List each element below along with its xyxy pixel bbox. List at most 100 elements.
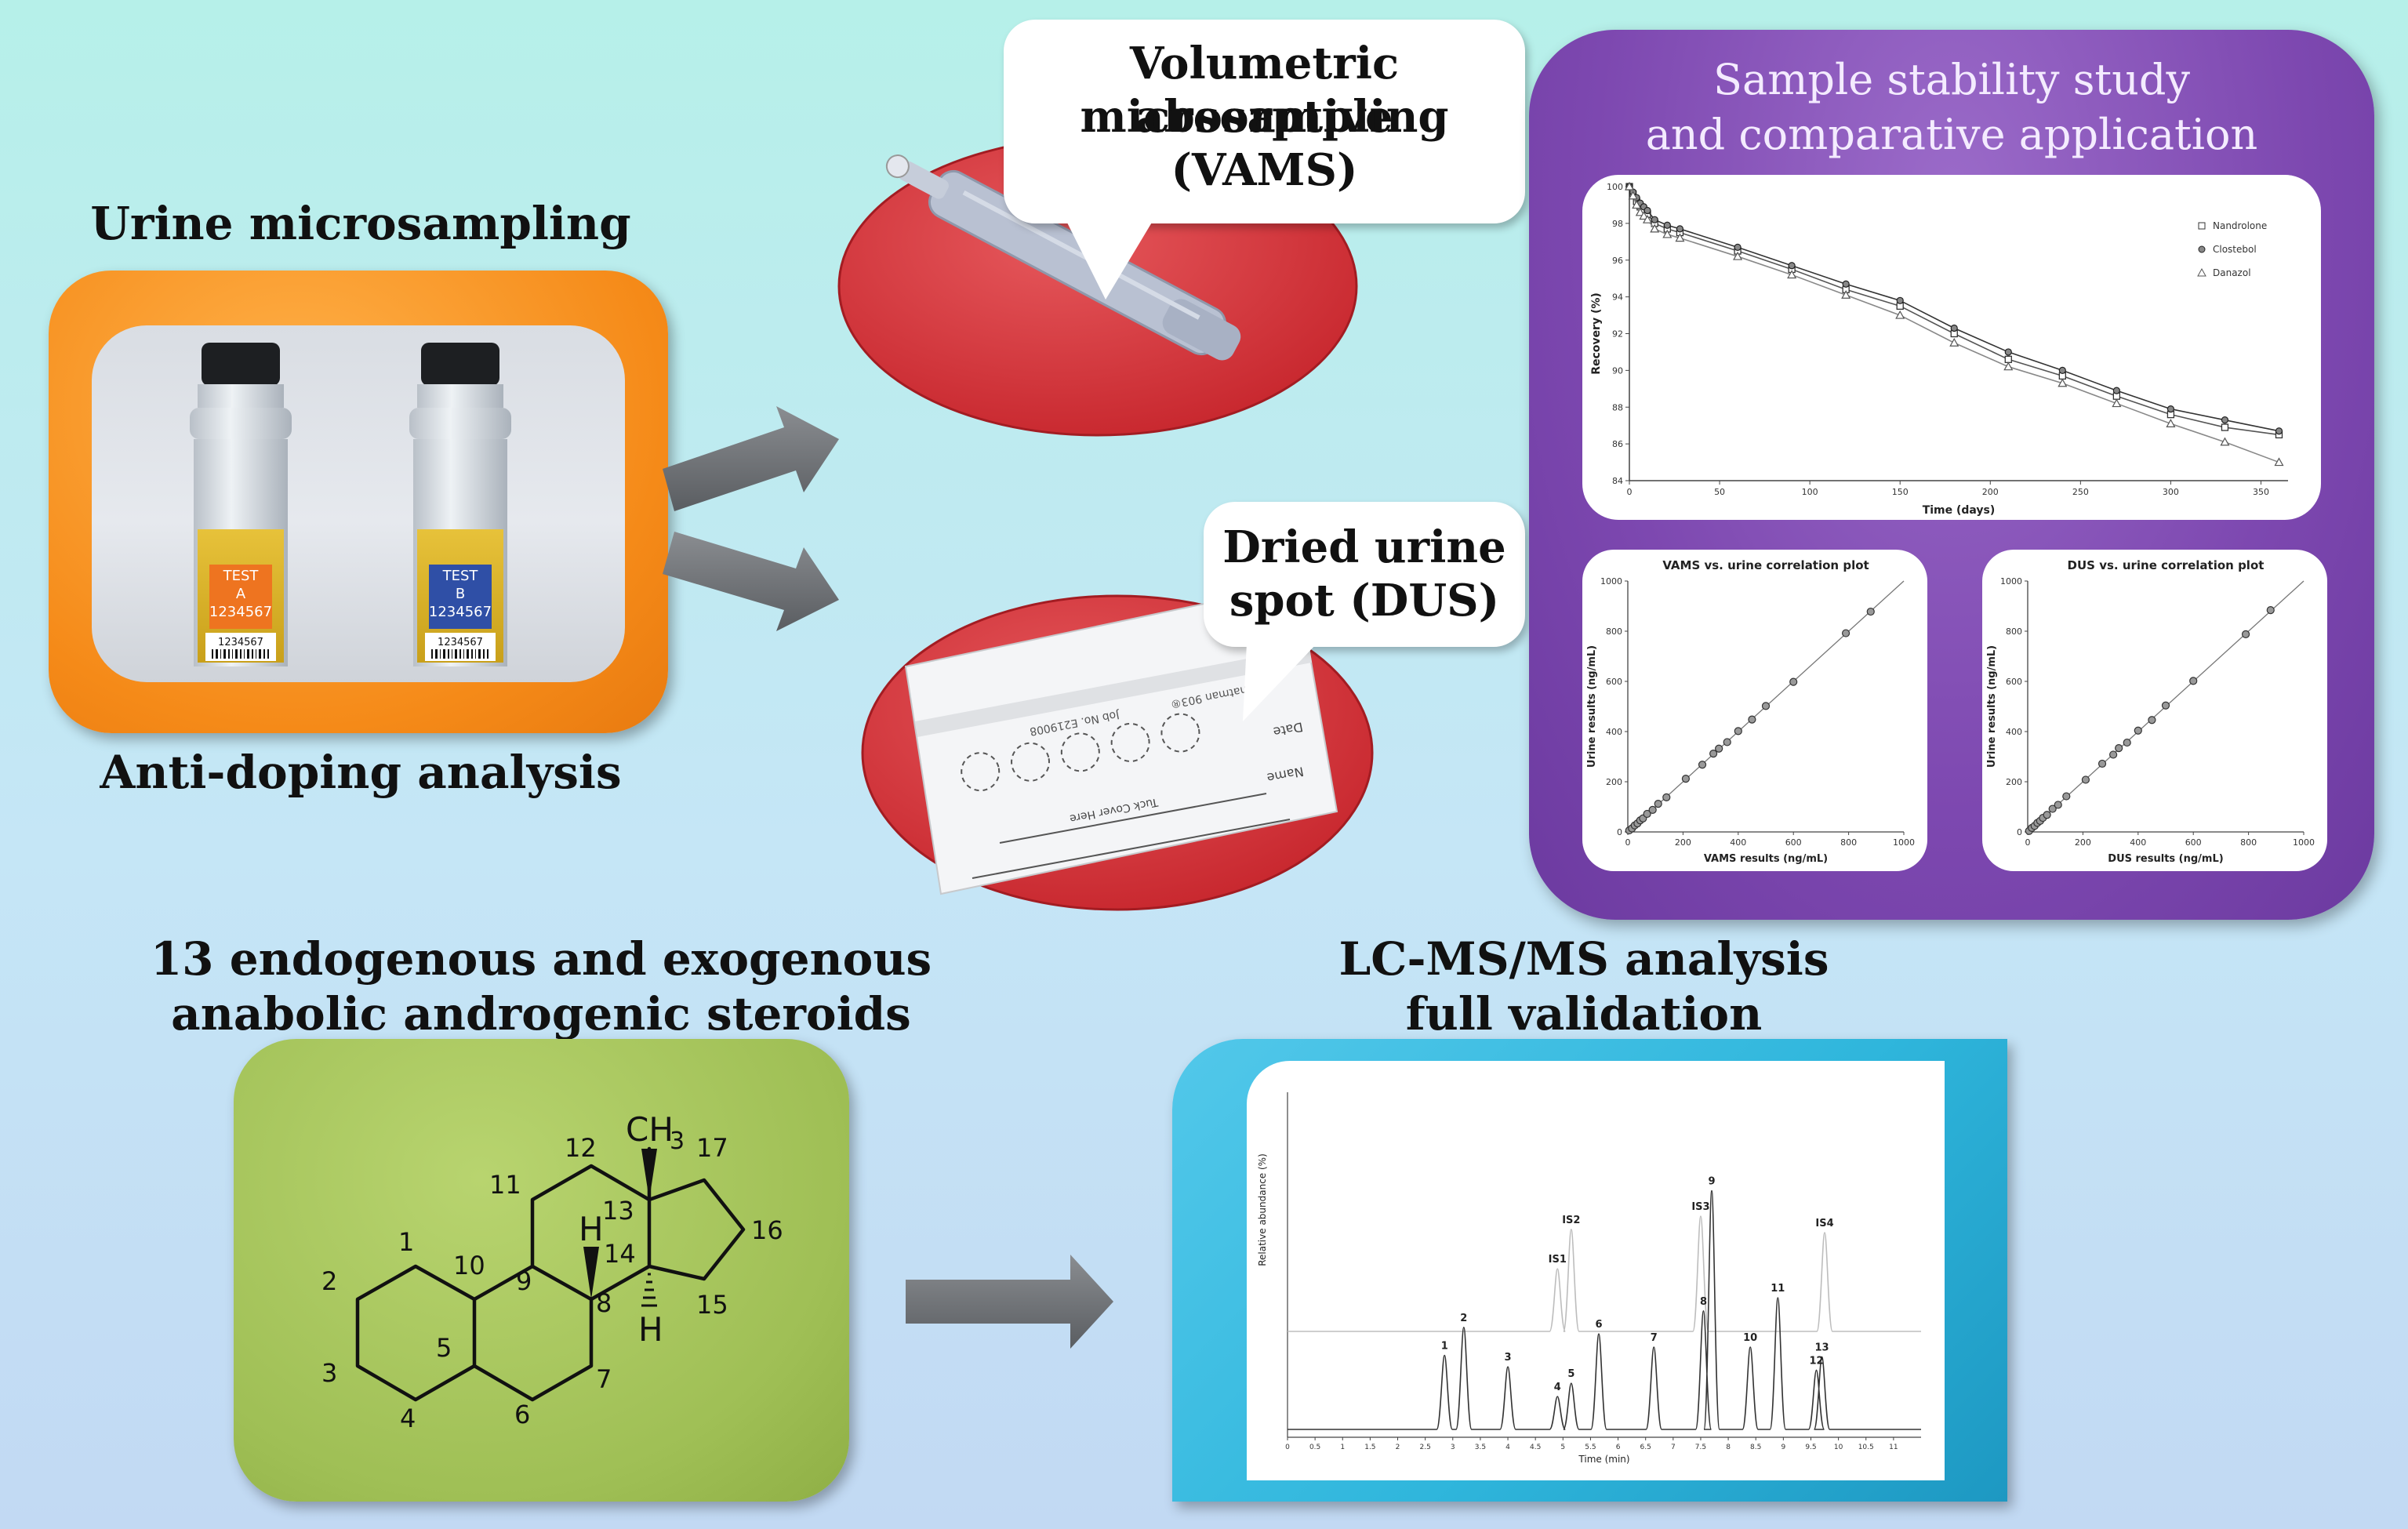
peak-label: 2 [1460,1313,1467,1324]
x-tick-label: 2.5 [1419,1444,1430,1451]
y-tick-label: 100 [1607,182,1623,192]
data-point [2275,427,2283,435]
vial-a-label-3: 1234567 [209,604,272,620]
h-bottom-label: H [638,1310,663,1349]
y-axis-label: Urine results (ng/mL) [1986,645,1998,768]
x-tick-label: 6.5 [1640,1444,1651,1451]
urine-microsampling-heading: Urine microsampling [90,197,631,250]
y-tick-label: 400 [2006,727,2022,737]
x-tick-label: 200 [2075,837,2091,848]
data-point [2134,726,2142,735]
data-point [2112,398,2122,408]
x-tick-label: 0 [2025,837,2031,848]
data-point [2241,630,2250,638]
x-tick-label: 0 [1627,487,1633,497]
data-point [1675,233,1685,242]
peak-label: IS2 [1562,1215,1580,1226]
x-tick-label: 7 [1671,1444,1676,1451]
atom-11: 11 [489,1170,521,1200]
data-point [1648,805,1657,814]
y-axis-label: Recovery (%) [1590,292,1603,375]
data-point [2123,738,2131,747]
y-tick-label: 92 [1612,329,1623,340]
atom-8: 8 [596,1288,612,1318]
data-point [1733,251,1743,260]
x-tick-label: 3 [1451,1444,1455,1451]
data-point [1866,607,1875,616]
x-tick-label: 10.5 [1858,1444,1874,1451]
vial-a: TEST A 1234567 1234567 [190,343,292,666]
data-point [1841,290,1851,299]
data-point [1841,629,1850,637]
vial-b-label-3: 1234567 [429,604,492,620]
data-point [2220,437,2230,446]
data-point [2058,366,2066,374]
orange-box: TEST A 1234567 1234567 TEST B 1234567 12… [49,271,668,733]
x-tick-label: 10 [1834,1444,1843,1451]
data-point [1734,727,1742,735]
x-tick-label: 150 [1892,487,1909,497]
atom-13: 13 [602,1196,634,1226]
x-tick-label: 4.5 [1530,1444,1541,1451]
peak-label: 8 [1700,1296,1707,1308]
data-point [1787,270,1797,279]
data-point [2221,416,2229,424]
vams-bubble-line-1: Volumetric absorptive [1129,38,1400,143]
data-point [2166,405,2175,413]
x-tick-label: 400 [1730,837,1746,848]
peak-label: IS3 [1691,1201,1709,1213]
atom-2: 2 [321,1266,337,1296]
stability-box: Sample stability study and comparative a… [1529,30,2374,920]
vams-bubble-line-3: (VAMS) [1171,144,1358,196]
peak-label: 12 [1809,1355,1823,1367]
chart-title: VAMS vs. urine correlation plot [1662,558,1869,572]
data-point [1788,262,1796,270]
x-tick-label: 5.5 [1585,1444,1596,1451]
x-tick-label: 3.5 [1475,1444,1486,1451]
data-point [1949,337,1959,347]
trace-upper [1288,1215,1921,1332]
x-tick-label: 4 [1505,1444,1510,1451]
ch3-label: CH [626,1110,674,1149]
atom-16: 16 [751,1215,783,1245]
atom-7: 7 [596,1364,612,1394]
peak-label: 11 [1771,1283,1785,1295]
vams-device [885,154,1241,361]
lcms-heading-2: full validation [1405,987,1763,1041]
y-tick-label: 88 [1612,402,1623,412]
legend-marker [2198,222,2206,230]
x-tick-label: 50 [1714,487,1725,497]
series-line-clostebol [1629,186,2279,432]
data-point [2166,419,2176,427]
x-axis-label: VAMS results (ng/mL) [1704,853,1828,865]
data-point [1709,750,1718,758]
x-tick-label: 11 [1889,1444,1898,1451]
y-tick-label: 600 [1606,677,1622,687]
data-point [2004,348,2012,356]
y-tick-label: 84 [1612,476,1623,486]
vial-a-code: 1234567 [218,637,263,648]
data-point [1639,211,1649,220]
data-point [1628,191,1638,200]
data-point [2148,716,2156,725]
atom-5: 5 [436,1333,452,1363]
data-point [1635,207,1645,216]
vial-b: TEST B 1234567 1234567 [409,343,511,666]
x-tick-label: 800 [2240,837,2257,848]
stability-heading-1: Sample stability study [1713,55,2190,104]
x-tick-label: 8 [1726,1444,1731,1451]
peak-label: 3 [1505,1352,1512,1364]
data-point [1950,324,1958,332]
x-tick-label: 6 [1616,1444,1621,1451]
peak-label: IS1 [1549,1254,1567,1266]
x-tick-label: 1 [1340,1444,1345,1451]
data-point [1715,744,1723,753]
series-line-danazol [1629,186,2279,463]
atom-6: 6 [514,1400,530,1429]
data-point [2097,759,2107,768]
data-point [1643,206,1651,215]
data-point [1663,221,1671,229]
